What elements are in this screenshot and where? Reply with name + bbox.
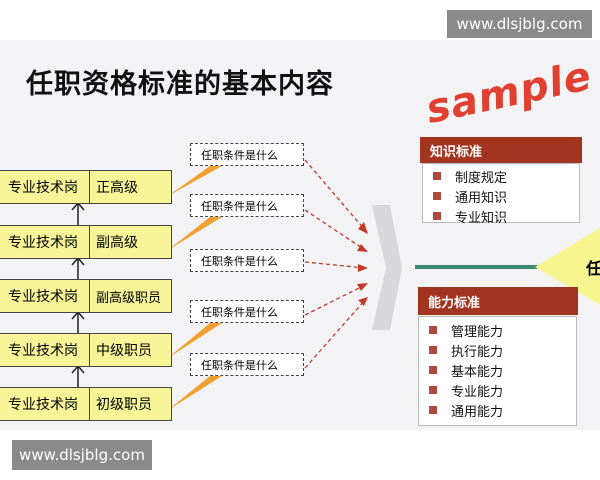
watermark-bottom: www.dlsjblg.com <box>12 440 152 470</box>
chevron-arrow <box>372 205 402 330</box>
ability-list: 管理能力 执行能力 基本能力 专业能力 通用能力 <box>418 316 577 426</box>
row-level: 专业技术岗初级职员 <box>0 387 172 421</box>
row-level: 专业技术岗副高级职员 <box>0 279 172 313</box>
row-level: 专业技术岗中级职员 <box>0 333 172 367</box>
question-box: 任职条件是什么 <box>190 143 304 166</box>
bullet-icon <box>429 386 437 394</box>
bullet-icon <box>433 192 441 200</box>
row-level: 专业技术岗正高级 <box>0 170 172 204</box>
cut-text: 任 <box>586 259 600 278</box>
list-item: 基本能力 <box>429 360 576 380</box>
watermark-top: www.dlsjblg.com <box>447 10 592 38</box>
bullet-icon <box>433 212 441 220</box>
bullet-icon <box>429 366 437 374</box>
bullet-icon <box>429 406 437 414</box>
callout-tails <box>168 166 222 410</box>
list-item: 管理能力 <box>429 320 576 340</box>
bullet-icon <box>429 326 437 334</box>
bullet-icon <box>433 172 441 180</box>
knowledge-header: 知识标准 <box>420 137 582 163</box>
question-box: 任职条件是什么 <box>190 300 304 323</box>
question-box: 任职条件是什么 <box>190 249 304 272</box>
question-box: 任职条件是什么 <box>190 194 304 217</box>
list-item: 通用知识 <box>433 186 579 206</box>
knowledge-list: 制度规定 通用知识 专业知识 <box>422 163 580 226</box>
list-item: 制度规定 <box>433 166 579 186</box>
bullet-icon <box>429 346 437 354</box>
row-level: 专业技术岗副高级 <box>0 225 172 259</box>
dashed-arrows <box>304 159 366 369</box>
yellow-triangle <box>535 228 600 305</box>
list-item: 通用能力 <box>429 400 576 420</box>
list-item: 执行能力 <box>429 340 576 360</box>
question-box: 任职条件是什么 <box>190 353 304 376</box>
list-item: 专业知识 <box>433 206 579 226</box>
arrowheads <box>357 222 368 306</box>
ability-header: 能力标准 <box>418 287 578 315</box>
green-line <box>415 265 537 269</box>
list-item: 专业能力 <box>429 380 576 400</box>
page-title: 任职资格标准的基本内容 <box>26 69 334 100</box>
